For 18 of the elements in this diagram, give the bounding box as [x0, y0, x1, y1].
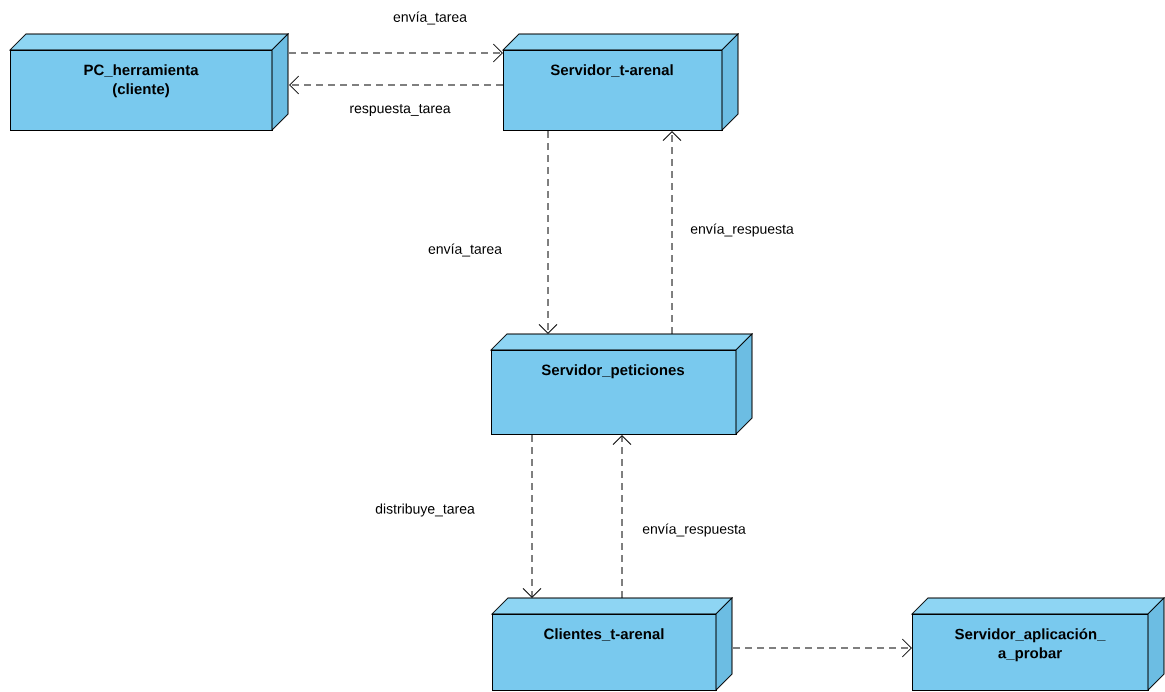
- edge-label: envía_tarea: [427, 242, 503, 258]
- node-box: Servidor_aplicación_ a_probar: [911, 597, 1165, 691]
- node-box: Servidor_t-arenal: [502, 33, 739, 131]
- arrow: [612, 435, 632, 599]
- arrow: [732, 638, 912, 658]
- arrow: [289, 75, 504, 95]
- node-box: Servidor_peticiones: [490, 333, 753, 435]
- edge-label: envía_respuesta: [689, 222, 795, 238]
- arrow: [662, 131, 682, 335]
- arrow: [538, 130, 558, 334]
- edge-label: envía_tarea: [392, 10, 468, 26]
- edge-label: respuesta_tarea: [348, 103, 452, 117]
- edge-label: distribuye_tarea: [374, 502, 476, 518]
- node-box: PC_herramienta (cliente): [9, 33, 289, 131]
- edge-label: envía_respuesta: [641, 522, 747, 538]
- node-box: Clientes_t-arenal: [491, 597, 733, 691]
- arrow: [288, 43, 503, 63]
- arrow: [522, 434, 542, 598]
